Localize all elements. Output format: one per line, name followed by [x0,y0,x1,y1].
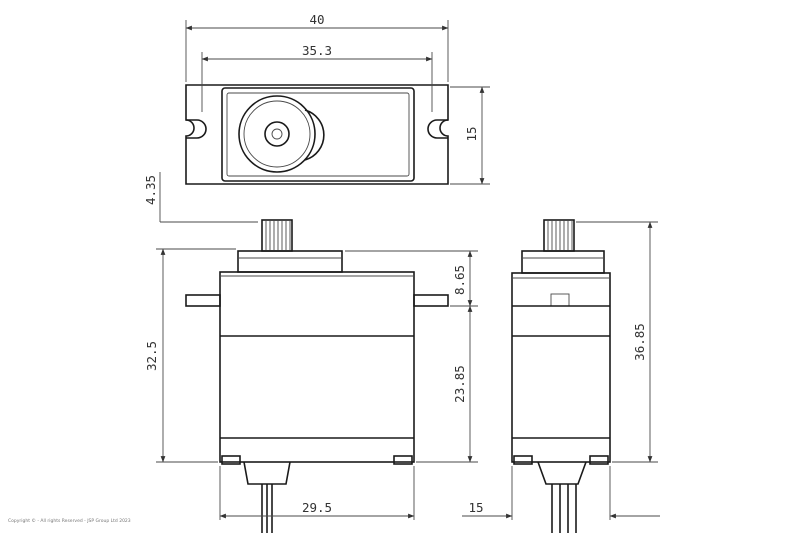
dim-depth-label: 15 [464,126,479,141]
side-case [511,272,611,463]
dim-width-label: 40 [309,12,324,27]
copyright-notice: Copyright © - All rights Reserved - JSP … [8,519,131,524]
mounting-slot-left [186,119,207,139]
dim-side-height-label: 36.85 [632,323,647,361]
dim-case-depth-label: 15 [468,500,483,515]
output-spline-front [261,219,293,252]
output-spline-side [543,219,575,252]
side-cable-exit [537,461,587,485]
top-view-case [221,87,415,182]
mounting-flange-left [185,294,221,307]
side-view: 36.85 15 [462,219,660,533]
dim-case-width-label: 29.5 [302,500,332,515]
top-view: 40 35.3 15 [185,12,490,185]
dim-hole-spacing-label: 35.3 [302,43,332,58]
dim-spline-height-label: 4.35 [143,175,158,205]
gear-hump [304,109,325,161]
mounting-flange-right [413,294,449,307]
mounting-slot-right [427,119,448,139]
output-spline [264,121,290,147]
front-view: 4.35 32.5 8.65 23.85 29.5 [143,172,478,533]
dim-lower-height-label: 23.85 [452,365,467,403]
dim-total-height-label: 32.5 [144,341,159,371]
output-shaft-outer [238,95,316,173]
front-case [219,271,415,463]
top-view-outline [185,84,449,185]
cable-exit [243,461,291,485]
dim-flange-offset-label: 8.65 [452,265,467,295]
